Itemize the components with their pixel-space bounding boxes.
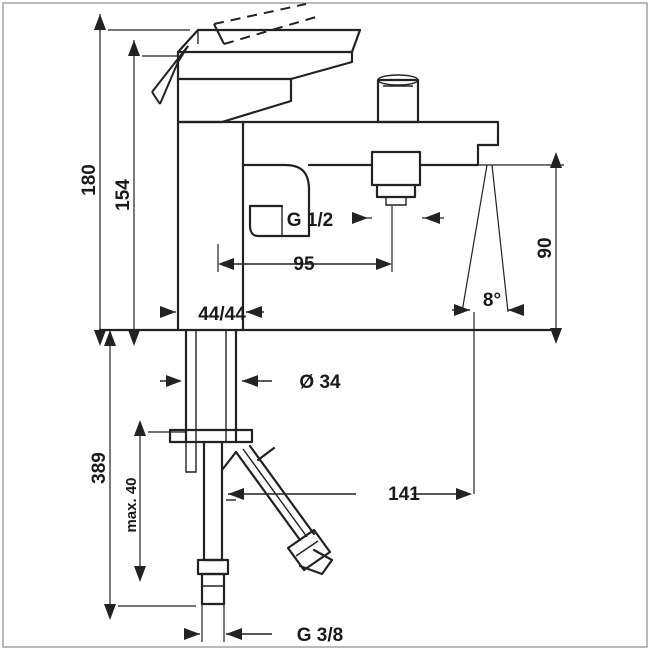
dimension-8deg: 8° [452, 164, 524, 316]
dimension-g38: G 3/8 [184, 604, 343, 646]
dimension-g12: G 1/2 [287, 210, 444, 231]
dimension-389: 389 [89, 330, 196, 620]
dimension-label-g38: G 3/8 [297, 625, 343, 646]
dimension-dia-34: Ø 34 [160, 372, 341, 393]
dimension-4444: 44/44 [160, 304, 264, 325]
dimension-141: 141 [228, 312, 475, 505]
dimension-label-4444: 44/44 [198, 304, 246, 325]
dimension-label-90: 90 [535, 237, 556, 258]
dimension-label-dia-34: Ø 34 [299, 372, 341, 393]
dimension-label-g12: G 1/2 [287, 210, 333, 231]
dimension-label-8deg: 8° [483, 290, 501, 311]
dimension-label-154: 154 [113, 179, 134, 211]
dimension-154: 154 [113, 40, 178, 346]
faucet-geometry [98, 3, 562, 606]
dimension-95: 95 [217, 206, 393, 275]
dimension-90: 90 [478, 152, 564, 344]
dimension-label-389: 389 [89, 452, 110, 484]
dimension-label-95: 95 [293, 254, 315, 275]
dimension-180: 180 [79, 14, 248, 346]
dimension-max-40: max. 40 [123, 420, 186, 582]
dimension-label-180: 180 [79, 164, 100, 196]
dimension-label-max-40: max. 40 [123, 477, 140, 532]
dimension-label-141: 141 [388, 484, 420, 505]
